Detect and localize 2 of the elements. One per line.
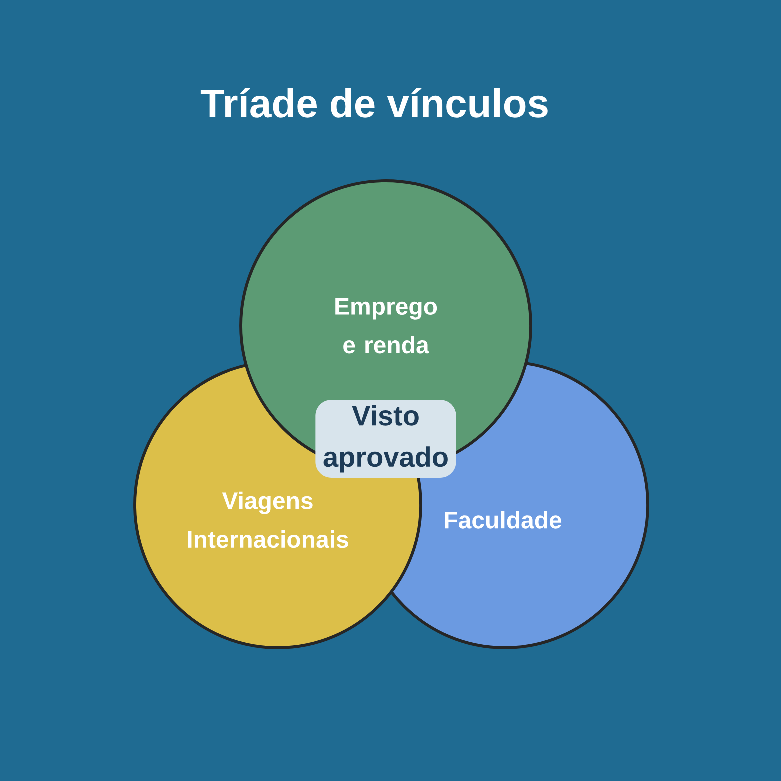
center-label: Visto aprovado xyxy=(316,400,456,478)
title: Tríade de vínculos xyxy=(200,88,548,118)
